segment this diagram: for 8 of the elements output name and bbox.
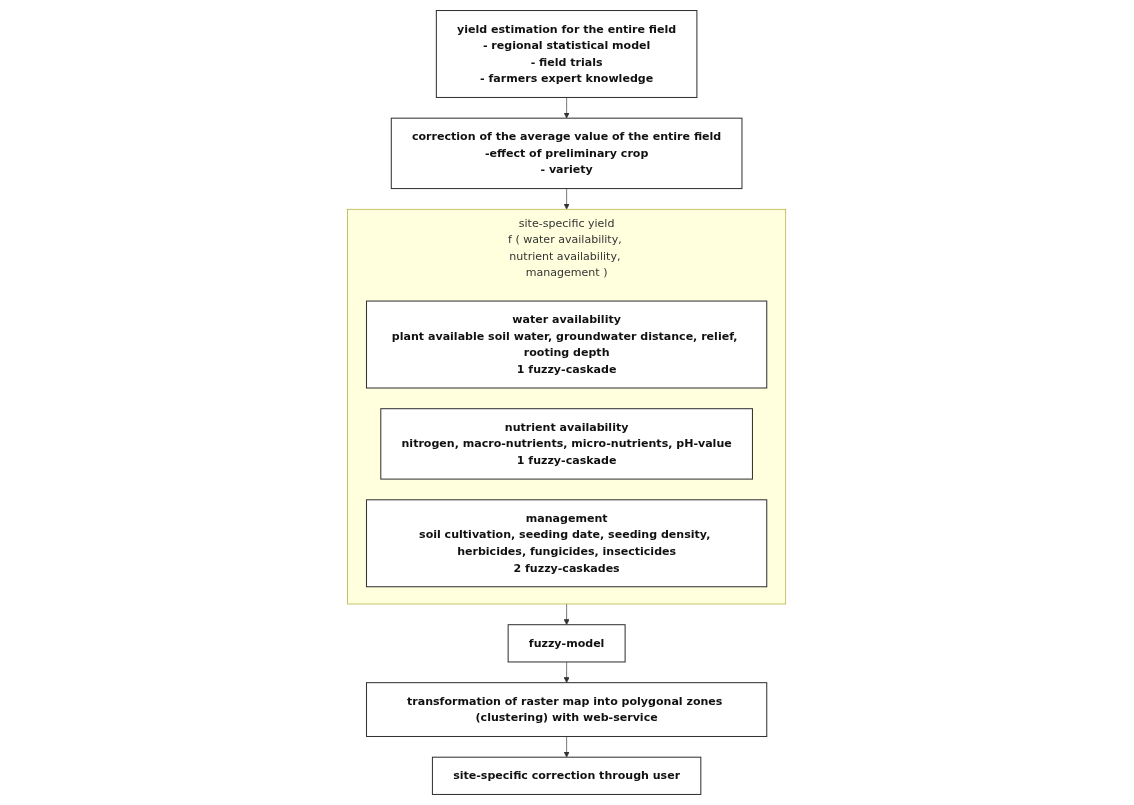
node-box: transformation of raster map into polygonal zones (clustering) with web-service [366,682,768,737]
node-box: correction of the average value of the entire field -effect of preliminary crop - variety [391,117,743,190]
node-box: water availability plant available soil water, groundwater distance, relief, rooting depth 1 fuzzy-caskade [366,300,768,389]
node-box: fuzzy-model [508,624,626,663]
node-box: nutrient availability nitrogen, macro-nutrients, micro-nutrients, pH-value 1 fuzzy-caskade [380,408,754,480]
node-box: site-specific correction through user [432,756,702,795]
node-box: management soil cultivation, seeding date, seeding density, herbicides, fungicides, insecticides 2 fuzzy-caskades [366,499,768,588]
node-box: yield estimation for the entire field - regional statistical model - field trials - farmers expert knowledge [436,10,698,98]
